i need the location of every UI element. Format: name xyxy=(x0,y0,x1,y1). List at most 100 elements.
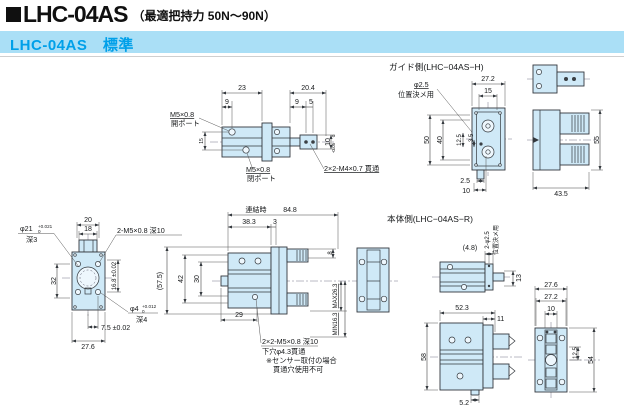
body-pin-label: 位置決メ用 xyxy=(492,225,500,255)
dim-2-5: 2.5 xyxy=(460,178,470,185)
pin-tol-lower: 0 xyxy=(142,309,145,314)
dim-40: 40 xyxy=(437,136,444,144)
dim-10: 10 xyxy=(462,188,470,195)
dim-50: 50 xyxy=(424,136,431,144)
dim-5-2: 5.2 xyxy=(459,400,469,407)
finger-serrations xyxy=(296,250,307,305)
pin-tol-upper: +0.012 xyxy=(142,304,157,309)
page-subtitle: （最適把持力 50N～90N） xyxy=(132,9,276,23)
dimension-lines xyxy=(18,222,182,343)
dim-27-2: 27.2 xyxy=(481,76,495,83)
section-banner: LHC-04AS 標準 xyxy=(0,31,624,54)
bore-label: φ21 xyxy=(20,224,33,233)
sensor-tap-hole xyxy=(252,294,258,300)
dim-3: 3 xyxy=(273,219,277,226)
close-port-label-thread: M5×0.8 xyxy=(246,165,270,174)
dim-min-stroke: MIN16.3 xyxy=(333,312,339,335)
dimension-lines xyxy=(427,81,506,192)
combined-end-view xyxy=(356,247,390,313)
dim-7-5: 7.5 ±0.02 xyxy=(101,325,130,332)
dim-4-8: (4.8) xyxy=(463,245,477,252)
dim-10: 10 xyxy=(325,138,332,146)
dim-57-5: (57.5) xyxy=(157,272,164,290)
combined-body xyxy=(227,252,272,309)
view-body-side: 本体側(LHC−04AS−R) (4.8) 2-φ2.5 位置決メ用 13 xyxy=(387,213,600,407)
view-combined: 連結時 84.8 38.3 3 (57.5) 42 30 29 8 MAX26.… xyxy=(157,205,398,374)
page-header: LHC-04AS （最適把持力 50N～90N） xyxy=(6,3,276,26)
dim-13: 13 xyxy=(516,274,523,282)
jaw-top xyxy=(492,333,510,350)
finger-top xyxy=(286,248,309,263)
finger-serrations xyxy=(571,115,585,163)
dim-38-3: 38.3 xyxy=(242,219,256,226)
dim-32: 32 xyxy=(51,277,58,285)
dim-12-5: 12.5 xyxy=(457,134,463,146)
dim-54: 54 xyxy=(588,356,595,364)
view-plan: 20 18 φ21 +0.021 0 深3 2-M5×0.8 深10 32 16… xyxy=(18,217,182,351)
view-guide-side: ガイド側(LHC−04AS−H) φ2.5 位置決メ用 xyxy=(389,61,603,198)
pin-hole xyxy=(95,289,101,295)
dim-30: 30 xyxy=(194,275,201,283)
title-square-icon xyxy=(6,7,21,22)
dim-84-8: 84.8 xyxy=(283,207,297,214)
dim-3-5: 3.5 xyxy=(469,133,475,142)
finger-bottom xyxy=(286,292,309,307)
guide-front-body xyxy=(471,107,506,171)
dim-15-ports: 15 xyxy=(199,138,205,144)
dim-52-3: 52.3 xyxy=(455,305,469,312)
dim-27-6: 27.6 xyxy=(544,282,558,289)
dim-12-5: 12.5 xyxy=(573,347,579,359)
body-main-view xyxy=(439,322,484,391)
pin-depth: 深4 xyxy=(136,315,147,324)
dim-8: 8 xyxy=(328,251,334,255)
body-pin-label-dia: 2-φ2.5 xyxy=(485,231,491,249)
tap-label: 2-M5×0.8 深10 xyxy=(117,226,165,235)
dimension-lines xyxy=(534,286,597,393)
dim-42: 42 xyxy=(178,275,185,283)
bore-tol-lower: 0 xyxy=(38,229,41,234)
dim-27-6: 27.6 xyxy=(81,344,95,351)
dim-55: 55 xyxy=(594,136,601,144)
dimension-lines xyxy=(424,310,496,403)
dim-11: 11 xyxy=(497,316,504,323)
dim-10-tol-lower: -0.05 xyxy=(331,142,336,153)
guide-view-title: ガイド側(LHC−04AS−H) xyxy=(389,61,484,72)
guide-pin-label-dia: φ2.5 xyxy=(414,80,429,89)
dim-10-tol-upper: 0 xyxy=(331,134,336,137)
note-sensor-1: ※センサー取付の場合 xyxy=(266,356,337,365)
close-port-hole xyxy=(242,146,250,154)
page-title: LHC-04AS xyxy=(23,1,128,27)
dim-10: 10 xyxy=(547,306,555,313)
bore-hole xyxy=(76,266,100,290)
dimension-lines xyxy=(484,251,516,287)
dim-5: 5 xyxy=(309,99,313,106)
note-tap: 2×2-M5×0.8 深10 xyxy=(262,337,318,346)
dim-23: 23 xyxy=(238,85,246,92)
dim-18: 18 xyxy=(84,226,92,233)
close-port-label: 閉ポート xyxy=(247,174,276,183)
dim-max-stroke: MAX26.3 xyxy=(333,283,339,308)
finger-top xyxy=(559,112,590,135)
thru-tap-label: 2×2-M4×0.7 貫通 xyxy=(324,164,379,173)
divider xyxy=(0,56,624,57)
view-side: 23 9 20.4 9 5 10 0 -0.05 15 M5×0.8 開ポート … xyxy=(170,85,379,183)
dim-58: 58 xyxy=(421,353,428,361)
piston-rod xyxy=(289,137,301,147)
dimension-lines xyxy=(202,90,335,151)
dim-20-4: 20.4 xyxy=(301,85,315,92)
dim-9-left: 9 xyxy=(225,99,229,106)
dim-43-5: 43.5 xyxy=(554,191,568,198)
jaw-bottom xyxy=(492,363,510,380)
finger-bottom xyxy=(559,143,590,166)
mount-plate xyxy=(261,122,273,162)
open-port-hole xyxy=(228,128,236,136)
dim-29: 29 xyxy=(235,312,243,319)
pin-label: φ4 xyxy=(130,304,139,313)
open-port-label: 開ポート xyxy=(171,119,200,128)
note-sensor-2: 貫通穴使用不可 xyxy=(273,365,323,374)
dim-20: 20 xyxy=(84,217,92,224)
dim-linked-label: 連結時 xyxy=(246,205,267,214)
note-pilot-hole: 下穴φ4.3貫通 xyxy=(262,347,305,356)
rod-end-block xyxy=(299,134,318,150)
guide-top-view xyxy=(532,64,558,94)
